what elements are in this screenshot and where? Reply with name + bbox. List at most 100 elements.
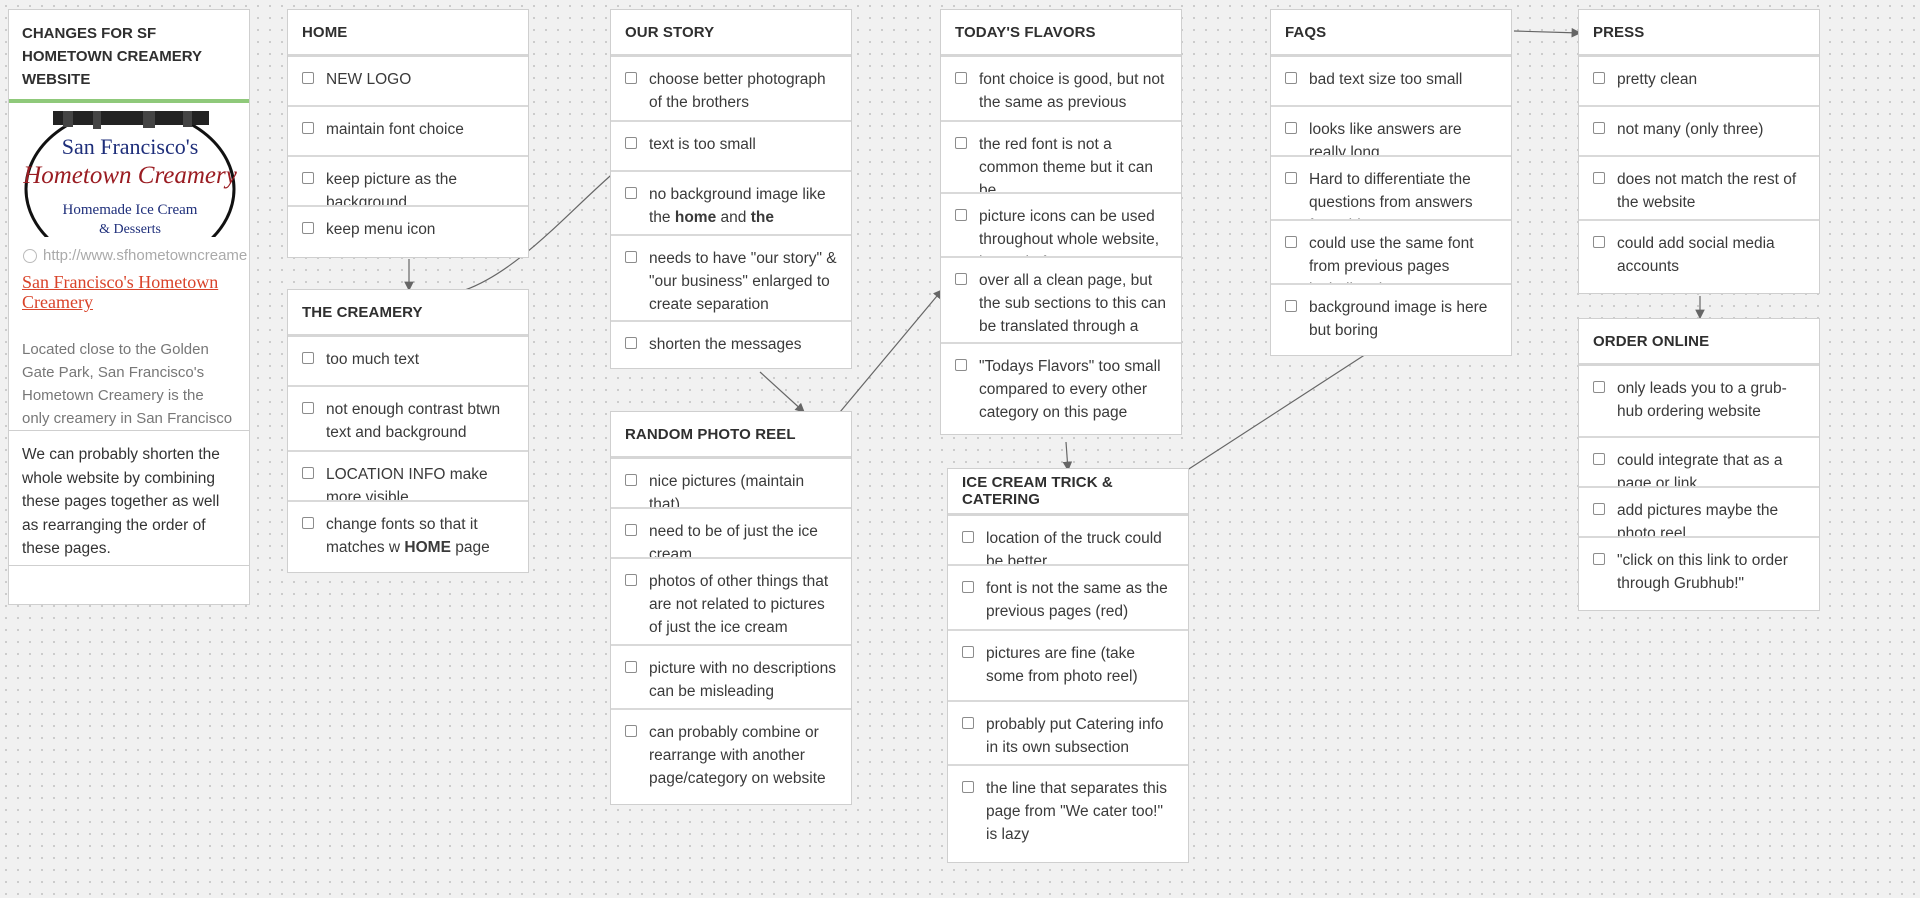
checkbox[interactable]	[302, 172, 314, 184]
checkbox[interactable]	[962, 531, 974, 543]
checkbox[interactable]	[625, 72, 637, 84]
list-item[interactable]: does not match the rest of the website	[1579, 157, 1819, 221]
website-changes-panel[interactable]: CHANGES FOR SF HOMETOWN CREAMERY WEBSITE…	[8, 9, 250, 605]
list-press[interactable]: PRESS pretty clean not many (only three)…	[1578, 9, 1820, 294]
list-item[interactable]: not enough contrast btwn text and backgr…	[288, 387, 528, 452]
checkbox[interactable]	[625, 725, 637, 737]
checkbox[interactable]	[1593, 72, 1605, 84]
list-item[interactable]: background image is here but boring	[1271, 285, 1511, 355]
checkbox[interactable]	[955, 359, 967, 371]
list-item[interactable]: bad text size too small	[1271, 57, 1511, 107]
checkbox[interactable]	[1593, 381, 1605, 393]
list-item[interactable]: probably put Catering info in its own su…	[948, 702, 1188, 766]
list-item[interactable]: location of the truck could be better	[948, 516, 1188, 566]
checkbox[interactable]	[625, 137, 637, 149]
checkbox[interactable]	[1593, 503, 1605, 515]
checkbox[interactable]	[962, 717, 974, 729]
list-ice-cream-truck-catering[interactable]: ICE CREAM TRICK & CATERING location of t…	[947, 468, 1189, 863]
checkbox[interactable]	[625, 187, 637, 199]
checkbox[interactable]	[302, 352, 314, 364]
checkbox[interactable]	[955, 209, 967, 221]
checkbox[interactable]	[1593, 122, 1605, 134]
list-item[interactable]: could add social media accounts	[1579, 221, 1819, 293]
summary-note: We can probably shorten the whole websit…	[9, 430, 249, 565]
list-item[interactable]: not many (only three)	[1579, 107, 1819, 157]
checkbox[interactable]	[625, 524, 637, 536]
checkbox[interactable]	[962, 581, 974, 593]
list-item[interactable]: shorten the messages	[611, 322, 851, 368]
list-item[interactable]: photos of other things that are not rela…	[611, 559, 851, 646]
list-item[interactable]: looks like answers are really long	[1271, 107, 1511, 157]
list-item[interactable]: the red font is not a common theme but i…	[941, 122, 1181, 194]
list-item[interactable]: Hard to differentiate the questions from…	[1271, 157, 1511, 221]
list-item[interactable]: change fonts so that it matches w HOME p…	[288, 502, 528, 572]
checkbox[interactable]	[955, 137, 967, 149]
checkbox[interactable]	[1593, 553, 1605, 565]
checkbox[interactable]	[1593, 172, 1605, 184]
list-item[interactable]: keep picture as the background	[288, 157, 528, 207]
list-our-story[interactable]: OUR STORY choose better photograph of th…	[610, 9, 852, 369]
list-item[interactable]: picture icons can be used throughout who…	[941, 194, 1181, 258]
checkbox[interactable]	[302, 402, 314, 414]
list-item[interactable]: choose better photograph of the brothers	[611, 57, 851, 122]
checkbox[interactable]	[1593, 236, 1605, 248]
list-home[interactable]: HOME NEW LOGO maintain font choice keep …	[287, 9, 529, 258]
checkbox[interactable]	[625, 574, 637, 586]
checkbox[interactable]	[625, 251, 637, 263]
list-item[interactable]: keep menu icon	[288, 207, 528, 257]
list-faqs[interactable]: FAQS bad text size too small looks like …	[1270, 9, 1512, 356]
checkbox[interactable]	[962, 646, 974, 658]
list-title: OUR STORY	[611, 10, 851, 57]
checkbox[interactable]	[1285, 122, 1297, 134]
list-item[interactable]: could use the same font from previous pa…	[1271, 221, 1511, 285]
list-item[interactable]: pretty clean	[1579, 57, 1819, 107]
checkbox[interactable]	[302, 72, 314, 84]
list-todays-flavors[interactable]: TODAY'S FLAVORS font choice is good, but…	[940, 9, 1182, 435]
checkbox[interactable]	[1285, 72, 1297, 84]
logo-line-1: San Francisco's	[62, 134, 199, 159]
list-item[interactable]: "Todays Flavors" too small compared to e…	[941, 344, 1181, 434]
checkbox[interactable]	[962, 781, 974, 793]
list-item[interactable]: only leads you to a grub-hub ordering we…	[1579, 366, 1819, 438]
list-item[interactable]: "click on this link to order through Gru…	[1579, 538, 1819, 610]
list-item[interactable]: maintain font choice	[288, 107, 528, 157]
list-item[interactable]: add pictures maybe the photo reel	[1579, 488, 1819, 538]
checkbox[interactable]	[1285, 172, 1297, 184]
list-item[interactable]: font choice is good, but not the same as…	[941, 57, 1181, 122]
checkbox[interactable]	[302, 467, 314, 479]
list-item[interactable]: can probably combine or rearrange with a…	[611, 710, 851, 804]
checkbox[interactable]	[302, 222, 314, 234]
url-row[interactable]: http://www.sfhometowncreamery.com	[23, 247, 247, 264]
list-item[interactable]: the line that separates this page from "…	[948, 766, 1188, 862]
checkbox[interactable]	[955, 273, 967, 285]
checkbox[interactable]	[1593, 453, 1605, 465]
list-item[interactable]: too much text	[288, 337, 528, 387]
list-the-creamery[interactable]: THE CREAMERY too much text not enough co…	[287, 289, 529, 573]
checkbox[interactable]	[625, 661, 637, 673]
checkbox[interactable]	[1285, 236, 1297, 248]
panel-title: CHANGES FOR SF HOMETOWN CREAMERY WEBSITE	[9, 10, 249, 103]
checkbox[interactable]	[625, 474, 637, 486]
checkbox[interactable]	[1285, 300, 1297, 312]
checkbox[interactable]	[955, 72, 967, 84]
list-item[interactable]: NEW LOGO	[288, 57, 528, 107]
list-item[interactable]: needs to have "our story" & "our busines…	[611, 236, 851, 322]
checkbox[interactable]	[302, 122, 314, 134]
site-link[interactable]: San Francisco's Hometown Creamery	[22, 272, 219, 312]
list-item[interactable]: need to be of just the ice cream	[611, 509, 851, 559]
list-item[interactable]: font is not the same as the previous pag…	[948, 566, 1188, 631]
list-item[interactable]: pictures are fine (take some from photo …	[948, 631, 1188, 702]
list-item[interactable]: text is too small	[611, 122, 851, 172]
list-order-online[interactable]: ORDER ONLINE only leads you to a grub-hu…	[1578, 318, 1820, 611]
checkbox[interactable]	[625, 337, 637, 349]
globe-icon	[23, 248, 37, 263]
checkbox[interactable]	[302, 517, 314, 529]
list-item[interactable]: picture with no descriptions can be misl…	[611, 646, 851, 710]
list-item[interactable]: no background image like the home and th…	[611, 172, 851, 236]
arrow-our-story-to-photo-reel	[759, 371, 805, 413]
list-item[interactable]: could integrate that as a page or link	[1579, 438, 1819, 488]
list-item[interactable]: over all a clean page, but the sub secti…	[941, 258, 1181, 344]
list-item[interactable]: nice pictures (maintain that)	[611, 459, 851, 509]
list-item[interactable]: LOCATION INFO make more visible	[288, 452, 528, 502]
list-random-photo-reel[interactable]: RANDOM PHOTO REEL nice pictures (maintai…	[610, 411, 852, 805]
